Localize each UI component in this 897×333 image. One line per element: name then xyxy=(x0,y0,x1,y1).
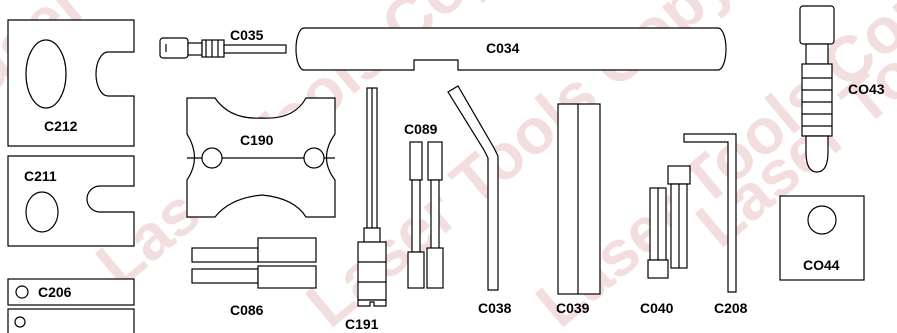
c086-pin-lower-shaft xyxy=(191,268,259,284)
tool-c035: C035 xyxy=(159,27,287,59)
c191-body xyxy=(357,241,387,301)
c035-head xyxy=(159,37,189,59)
c191-neck xyxy=(363,227,381,243)
c035-shaft xyxy=(223,44,287,54)
c191-label: C191 xyxy=(345,316,379,332)
c190-hole-right xyxy=(303,147,325,169)
c211-hole xyxy=(25,191,59,233)
tool-c034: C034 xyxy=(295,27,727,71)
tool-co44: CO44 xyxy=(779,195,865,281)
tool-co43: CO43 xyxy=(799,5,885,173)
c211-plate xyxy=(7,155,135,247)
c086-pin-lower-head xyxy=(257,265,317,289)
c206-hole-lower xyxy=(14,316,26,328)
c089-pin-b-head xyxy=(427,141,443,181)
tool-c089: C089 xyxy=(404,121,444,289)
c190-hole-left xyxy=(201,147,223,169)
c040-label: C040 xyxy=(640,300,674,316)
c038-rod xyxy=(447,85,499,291)
c039-label: C039 xyxy=(556,300,590,316)
co44-hole xyxy=(807,205,837,235)
co44-label: CO44 xyxy=(803,257,840,273)
c206-plate-bottom xyxy=(7,308,135,333)
c206-hole xyxy=(15,285,29,299)
c040-bolt-long-head xyxy=(667,165,691,185)
c034-label: C034 xyxy=(486,40,520,56)
tool-c190: C190 xyxy=(186,97,336,218)
tool-c212: C212 xyxy=(7,19,135,147)
c086-label: C086 xyxy=(230,302,264,318)
c089-pin-a-head xyxy=(409,141,423,181)
co43-label: CO43 xyxy=(848,81,885,97)
c086-pin-upper-shaft xyxy=(191,247,259,263)
c191-tip xyxy=(357,299,387,307)
c089-label: C089 xyxy=(404,121,438,137)
c190-label: C190 xyxy=(240,132,274,148)
c208-label: C208 xyxy=(714,300,748,316)
c208-key xyxy=(683,133,737,293)
c089-pin-a-grip xyxy=(407,251,425,289)
c039-bar xyxy=(557,103,601,295)
c034-bar xyxy=(295,27,727,71)
tool-c040: C040 xyxy=(640,165,691,316)
c212-plate xyxy=(7,19,135,147)
co43-body xyxy=(801,63,833,137)
co43-neck xyxy=(805,43,829,65)
c086-pin-upper-head xyxy=(257,237,317,263)
co43-tip xyxy=(805,135,829,173)
c089-pin-a-shaft xyxy=(411,179,421,253)
c040-bolt-short-head xyxy=(647,259,669,279)
c089-pin-b-shaft xyxy=(430,179,440,253)
tool-c038: C038 xyxy=(447,85,512,316)
tool-c208: C208 xyxy=(683,133,748,316)
c211-label: C211 xyxy=(24,168,57,184)
c212-label: C212 xyxy=(44,118,78,134)
tool-c039: C039 xyxy=(556,103,601,316)
c035-collar xyxy=(201,39,225,58)
tool-c211: C211 xyxy=(7,155,135,247)
c206-label: C206 xyxy=(38,284,72,300)
tool-c086: C086 xyxy=(191,237,317,318)
c212-hole xyxy=(25,39,67,109)
c206-plate-top xyxy=(7,278,135,306)
c035-neck xyxy=(187,42,203,56)
tool-c191: C191 xyxy=(345,87,387,332)
c035-label: C035 xyxy=(230,27,264,43)
c089-pin-b-grip xyxy=(426,247,444,289)
co43-cap xyxy=(799,5,835,45)
c038-label: C038 xyxy=(478,300,512,316)
tool-c206: C206 xyxy=(7,278,135,333)
